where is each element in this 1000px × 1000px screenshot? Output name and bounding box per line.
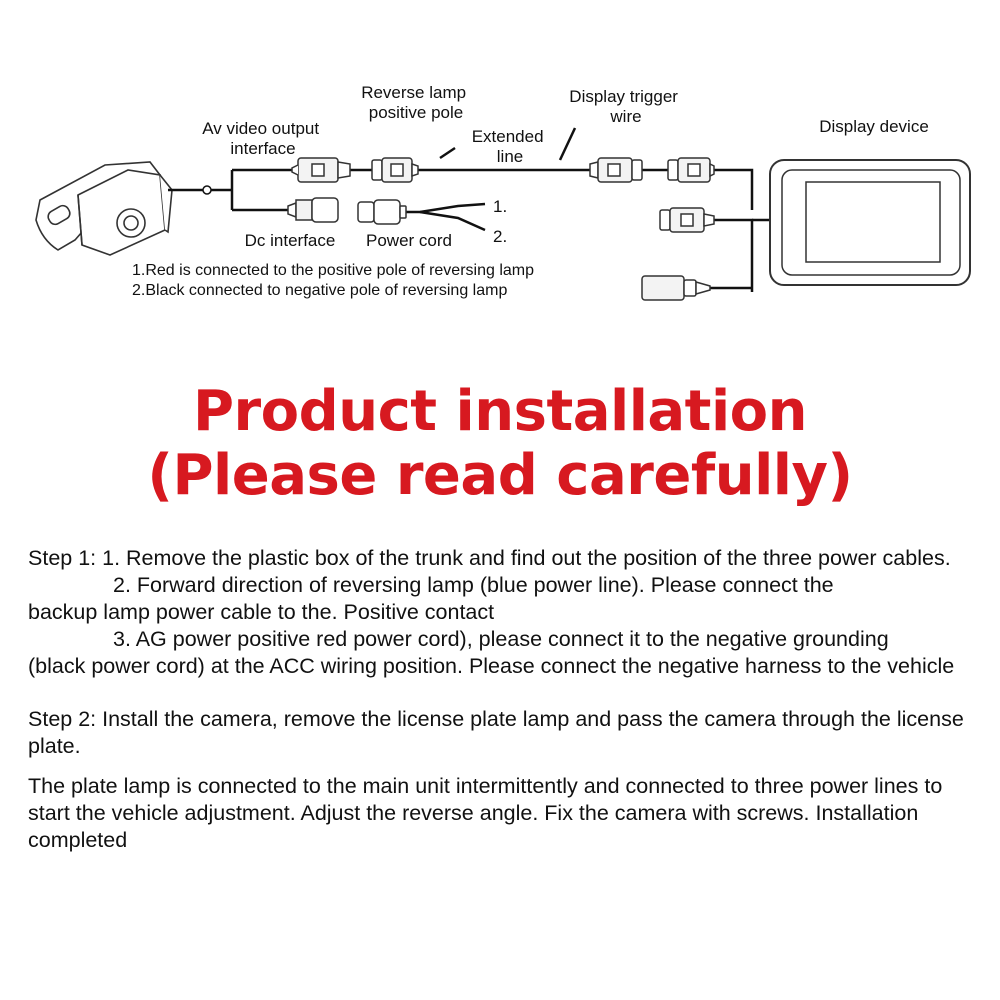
wiring-note-1: 1.Red is connected to the positive pole … [132,262,534,279]
dc-interface-label: Dc interface [245,231,336,250]
dc-interface-connector [287,197,339,223]
power-cord-label: Power cord [366,231,452,250]
step1-part3: 3. AG power positive red power cord), pl… [113,627,889,651]
page-subtitle: (Please read carefully) [147,443,853,508]
display-trigger-connector [589,157,643,183]
display-input-connector-2 [659,207,715,233]
display-device-icon [769,159,971,286]
wire-junction [202,185,212,195]
wiring-note-2: 2.Black connected to negative pole of re… [132,282,507,299]
camera-icon [35,161,173,256]
av-output-label: Av video output interface [202,119,324,158]
step1-part2-continued: backup lamp power cable to the. Positive… [28,600,495,624]
step2: Step 2: Install the camera, remove the l… [28,707,964,758]
reverse-lamp-connector [371,157,419,183]
wiring-lines [168,127,770,292]
installation-steps: Step 1: 1. Remove the plastic box of the… [28,545,978,854]
wiring-diagram: Av video output interface Reverse lamp p… [35,83,971,301]
power-cord-connector [357,199,407,225]
step1-part2: 2. Forward direction of reversing lamp (… [113,573,834,597]
page-title: Product installation [193,379,807,444]
wire-marker-2: 2. [493,227,507,246]
display-power-connector [641,275,711,301]
step1-part1: Step 1: 1. Remove the plastic box of the… [28,546,951,570]
display-trigger-label: Display trigger wire [569,87,682,126]
wire-marker-1: 1. [493,197,507,216]
extended-line-label: Extended line [472,127,549,166]
display-device-label: Display device [819,117,929,136]
av-output-connector [291,157,351,183]
reverse-lamp-label: Reverse lamp positive pole [361,83,471,122]
display-input-connector-1 [667,157,715,183]
step1-part3-continued: (black power cord) at the ACC wiring pos… [28,654,955,678]
closing-text: The plate lamp is connected to the main … [28,774,943,852]
